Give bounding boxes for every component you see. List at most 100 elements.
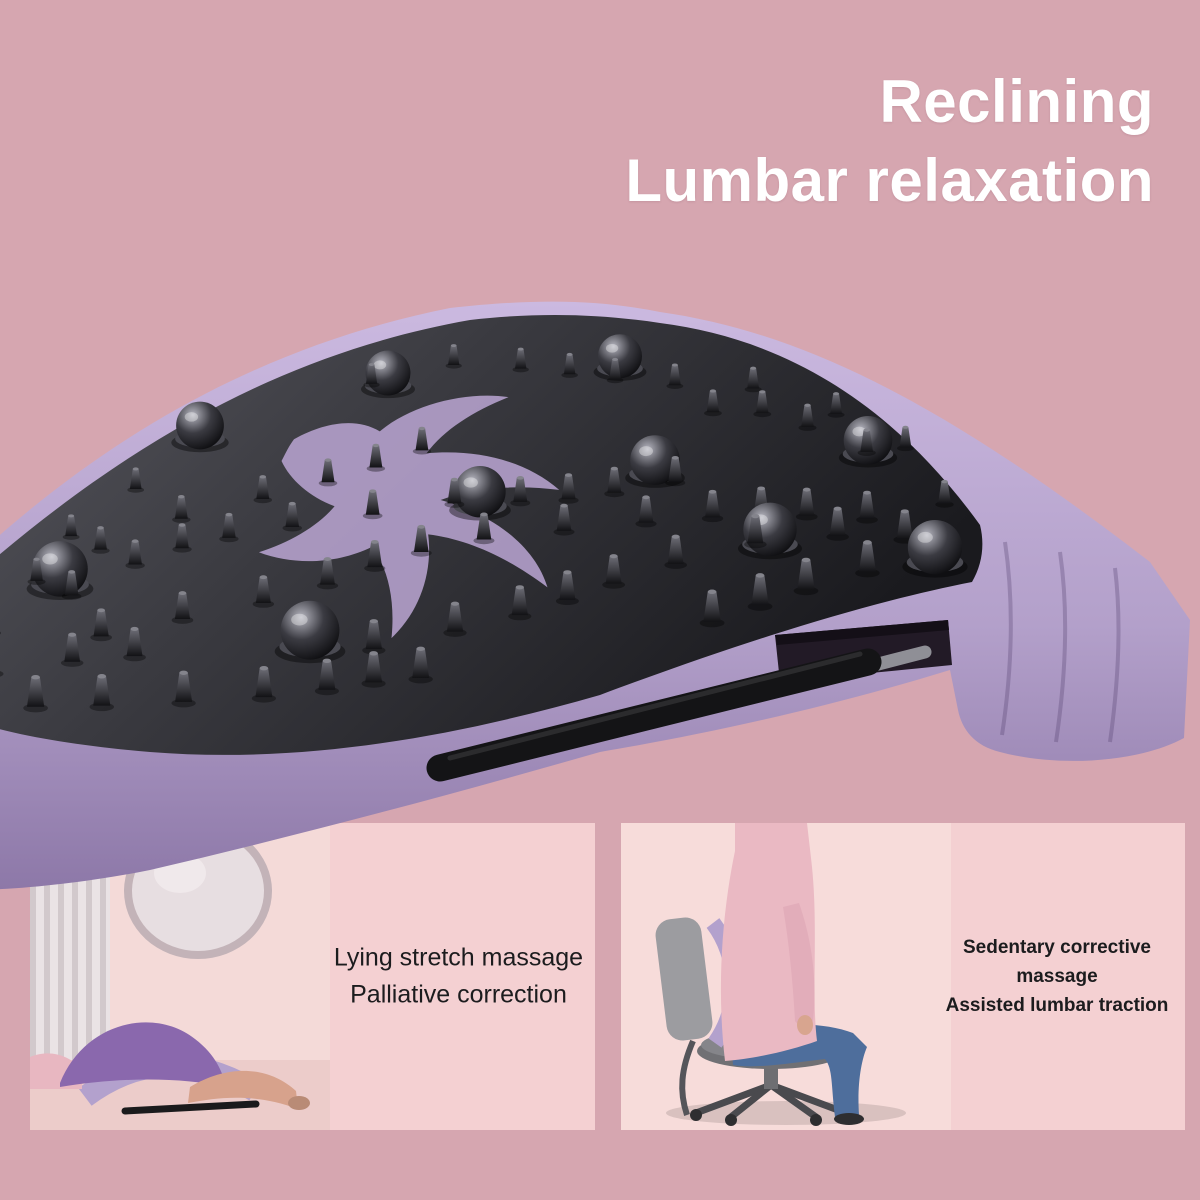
massage-spike (897, 425, 914, 452)
lumbar-stretcher-device (0, 301, 1190, 890)
massage-spike (855, 540, 880, 578)
banner-title: Reclining Lumbar relaxation (625, 62, 1154, 220)
massage-roller-ball (593, 334, 647, 381)
massage-spike (510, 476, 531, 507)
massage-roller-ball (361, 350, 415, 399)
massage-spike (443, 601, 467, 637)
lying-photo (30, 823, 330, 1130)
massage-spike (89, 674, 115, 712)
massage-spike (62, 514, 80, 540)
massage-roller-ball (625, 435, 685, 488)
massage-spike (316, 557, 339, 590)
lying-person (30, 1022, 310, 1110)
massage-spike (558, 473, 579, 504)
spike-field (0, 334, 968, 713)
device-surface (0, 314, 983, 755)
sitting-photo (621, 823, 951, 1130)
massage-spike (410, 524, 432, 557)
massage-spike (171, 591, 194, 624)
massage-spike (127, 467, 145, 493)
massage-spike (361, 651, 386, 688)
massage-spike (664, 534, 688, 569)
massage-spike (553, 503, 575, 536)
massage-spike (90, 608, 112, 642)
massage-roller-ball (838, 416, 898, 468)
massage-roller-ball (449, 466, 511, 521)
massage-spike (445, 344, 462, 369)
massage-spike (366, 443, 386, 472)
massage-spike (606, 357, 624, 384)
massage-spike (91, 526, 110, 554)
massage-spike (60, 632, 84, 667)
massage-spike (412, 426, 432, 455)
device-slot (775, 620, 952, 682)
massage-spike (61, 570, 82, 600)
massage-roller-ball (274, 600, 346, 664)
massage-spike (252, 575, 275, 608)
massage-spike (893, 509, 917, 544)
striped-wall (30, 823, 110, 1060)
massage-spike (604, 466, 625, 498)
massage-spike (0, 670, 4, 677)
massage-spike (857, 428, 876, 456)
sitting-caption-line1: Sedentary corrective massage (963, 936, 1151, 987)
massage-spike (362, 489, 383, 520)
massage-spike (251, 665, 276, 703)
massage-spike (172, 523, 192, 553)
massage-spike (747, 573, 773, 611)
massage-roller-ball (26, 541, 94, 600)
massage-spike (744, 366, 762, 393)
swallow-motif (258, 395, 560, 639)
massage-spike (753, 390, 772, 418)
massage-spike (408, 646, 433, 684)
traction-spring (679, 1039, 696, 1116)
massage-spike (935, 479, 954, 508)
massage-spike (666, 363, 684, 389)
product-hero (0, 290, 1200, 900)
massage-spike (555, 570, 579, 606)
massage-spike (508, 585, 532, 621)
massage-spike (561, 352, 578, 378)
sitting-caption-line2: Assisted lumbar traction (945, 995, 1169, 1017)
massage-spike (0, 631, 2, 635)
massage-spike (23, 674, 48, 713)
massage-spike (318, 458, 338, 487)
massage-spike (171, 670, 196, 708)
panel-lying: Lying stretch massage Palliative correct… (30, 823, 595, 1130)
massage-spike (750, 486, 772, 520)
massage-spike (704, 389, 722, 417)
massage-spike (444, 477, 465, 508)
massage-spike (826, 506, 849, 541)
mirror (124, 823, 272, 959)
massage-spike (172, 495, 191, 523)
massage-spike (827, 392, 845, 418)
massage-spike (364, 539, 386, 572)
massage-spike (744, 514, 767, 549)
massage-spike (665, 455, 686, 487)
massage-roller-ball (171, 401, 229, 453)
massage-spike (253, 475, 273, 504)
support-rod (426, 645, 932, 782)
massage-spike (602, 554, 626, 589)
massage-spike (701, 489, 724, 523)
banner-title-line1: Reclining (879, 68, 1154, 135)
massage-roller-ball (737, 502, 803, 560)
massage-spike (282, 501, 302, 532)
panel-sitting-caption: Sedentary corrective massage Assisted lu… (933, 932, 1181, 1020)
panel-lying-caption: Lying stretch massage Palliative correct… (330, 939, 587, 1014)
lying-caption-line2: Palliative correction (350, 980, 567, 1009)
massage-roller-ball (902, 519, 968, 578)
massage-spike (793, 557, 819, 596)
lying-caption-line1: Lying stretch massage (333, 943, 584, 971)
massage-spike (795, 487, 818, 521)
massage-spike (363, 363, 380, 388)
massage-spike (512, 347, 529, 373)
massage-spike (635, 495, 657, 528)
massage-spike (699, 589, 725, 628)
massage-spike (856, 490, 878, 524)
massage-spike (798, 403, 817, 431)
banner-title-line2: Lumbar relaxation (625, 147, 1154, 215)
massage-spike (27, 557, 46, 585)
massage-spike (473, 512, 495, 545)
